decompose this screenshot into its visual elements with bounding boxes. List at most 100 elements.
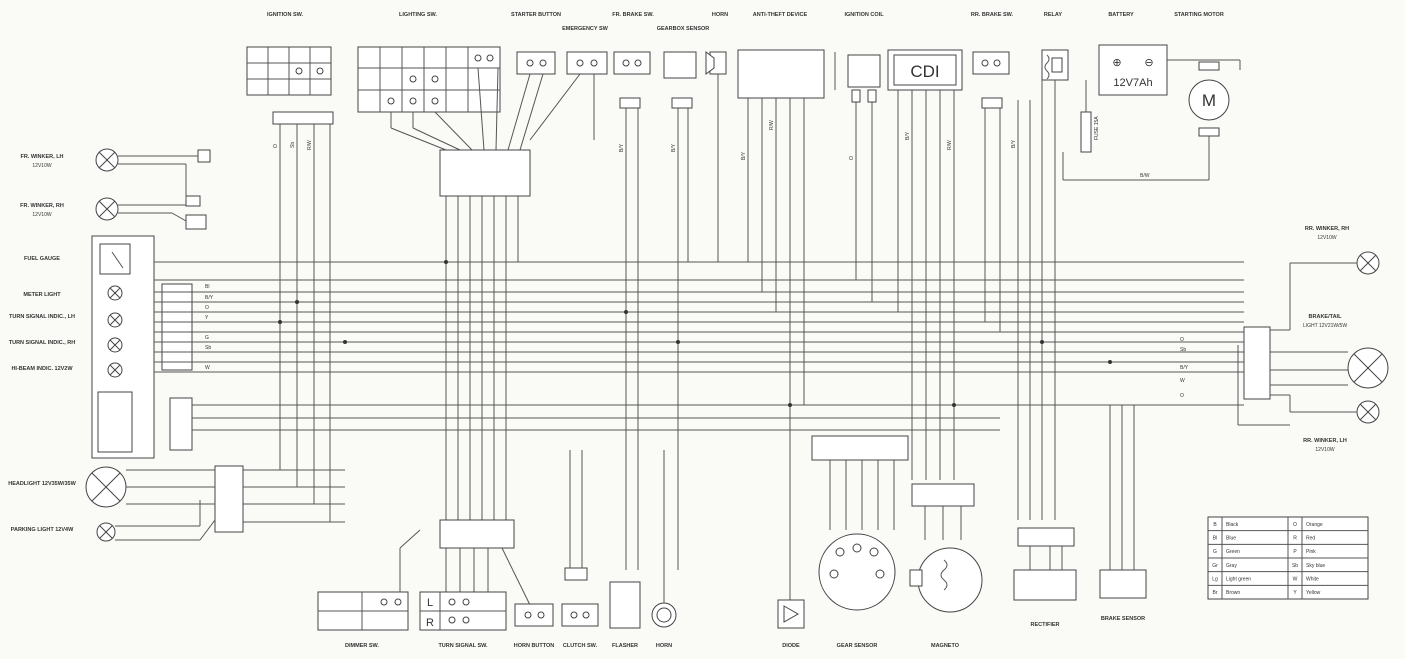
- label-rr-winker-lh: RR. WINKER, LH: [1303, 438, 1347, 444]
- ignition-switch: [246, 46, 334, 125]
- label-hi-beam-indic: HI-BEAM INDIC. 12V2W: [11, 366, 73, 372]
- brake-tail-lamp: [1347, 347, 1389, 389]
- label-gearbox-sensor: GEARBOX SENSOR: [657, 26, 710, 32]
- label-gear-sensor: GEAR SENSOR: [837, 643, 878, 649]
- clutch-sw-block: [561, 450, 599, 627]
- label-ignition-coil: IGNITION COIL: [844, 12, 884, 18]
- cdi-label: CDI: [910, 62, 939, 81]
- anti-theft-block: [737, 49, 836, 99]
- label-anti-theft: ANTI-THEFT DEVICE: [753, 12, 808, 18]
- label-fuel-gauge: FUEL GAUGE: [24, 256, 60, 262]
- horn-bottom-icon: [651, 450, 677, 628]
- starter-button-block: [516, 51, 556, 75]
- wire-label-8: O: [1180, 337, 1184, 343]
- label-brake-sensor: BRAKE SENSOR: [1101, 616, 1145, 622]
- turn-signal-rh-lamp: [107, 337, 123, 353]
- label-starter-button: STARTER BUTTON: [511, 12, 561, 18]
- legend-code2-3: Sb: [1292, 563, 1298, 569]
- battery-block: ⊕ ⊖ 12V7Ah: [1098, 44, 1168, 96]
- legend-name-3: Gray: [1226, 563, 1237, 569]
- rr-brake-sw-block: [972, 51, 1010, 109]
- wire-bw-label: B/W: [1140, 173, 1150, 179]
- junction-dots: [278, 260, 1112, 407]
- magneto-block: [909, 483, 983, 613]
- label-horn-top: HORN: [712, 12, 728, 18]
- fr-brake-sw-block: [613, 51, 651, 109]
- label-meter-light: METER LIGHT: [23, 292, 61, 298]
- legend-name2-5: Yellow: [1306, 590, 1321, 596]
- wl-frb-1: B/Y: [619, 143, 625, 152]
- legend-code2-5: Y: [1293, 590, 1297, 596]
- wl-ign-3: R/W: [307, 140, 313, 150]
- label-turn-signal-sw: TURN SIGNAL SW.: [438, 643, 488, 649]
- switch-r: R: [426, 617, 434, 629]
- front-winker-connectors: [118, 149, 211, 230]
- gear-sensor-block: [811, 435, 909, 611]
- label-rr-winker-rh: RR. WINKER, RH: [1305, 226, 1349, 232]
- flasher-block: [609, 581, 641, 629]
- motor-label: M: [1202, 91, 1216, 110]
- parking-light-lamp: [96, 522, 116, 542]
- rr-winker-rh-lamp: [1356, 251, 1380, 275]
- label-parking-light: PARKING LIGHT 12V4W: [11, 527, 74, 533]
- wire-label-7: W: [205, 365, 210, 371]
- brake-sensor-block: [1099, 405, 1147, 599]
- wl-at-1: B/Y: [741, 151, 747, 160]
- label-starting-motor: STARTING MOTOR: [1174, 12, 1224, 18]
- legend-code-5: Br: [1213, 590, 1218, 596]
- label-relay: RELAY: [1044, 12, 1062, 18]
- legend-code2-2: P: [1293, 549, 1297, 555]
- label-rr-winker-rh-spec: 12V10W: [1317, 235, 1336, 241]
- rectifier-block: [1013, 527, 1077, 601]
- label-rectifier: RECTIFIER: [1030, 622, 1059, 628]
- svg-text:⊕: ⊕: [1112, 57, 1121, 69]
- label-battery: BATTERY: [1108, 12, 1134, 18]
- diode-block: [777, 599, 805, 629]
- ignition-coil-block: [847, 54, 881, 103]
- legend-code-3: Gr: [1212, 563, 1218, 569]
- wire-label-11: W: [1180, 378, 1185, 384]
- wl-cdi-1: B/Y: [905, 131, 911, 140]
- label-turn-signal-rh: TURN SIGNAL INDIC., RH: [9, 340, 76, 346]
- turn-signal-switch-block: L R: [419, 591, 507, 631]
- relay-block: [1041, 49, 1069, 81]
- fr-winker-rh-lamp: [95, 197, 119, 221]
- label-rr-brake-sw: RR. BRAKE SW.: [971, 12, 1014, 18]
- legend-name-1: Blue: [1226, 536, 1236, 542]
- meter-cluster: [91, 235, 193, 459]
- wire-label-4: Y: [205, 315, 209, 321]
- legend-name2-1: Red: [1306, 536, 1315, 542]
- emergency-sw-block: [566, 51, 608, 75]
- wire-label-2: B/Y: [205, 295, 214, 301]
- legend-code2-1: R: [1293, 536, 1297, 542]
- wl-ic-1: O: [849, 156, 855, 160]
- legend-code-4: Lg: [1212, 577, 1218, 583]
- legend-name2-2: Pink: [1306, 549, 1316, 555]
- wire-label-5: G: [205, 335, 209, 341]
- label-flasher: FLASHER: [612, 643, 638, 649]
- legend-name2-0: Orange: [1306, 522, 1323, 528]
- legend-name2-4: White: [1306, 577, 1319, 583]
- headlight-lamp: [85, 466, 127, 508]
- switch-l: L: [427, 597, 433, 609]
- battery-spec: 12V7Ah: [1113, 77, 1152, 89]
- label-brake-tail: BRAKE/TAIL: [1309, 314, 1343, 320]
- label-dimmer-sw: DIMMER SW.: [345, 643, 379, 649]
- legend-name2-3: Sky blue: [1306, 563, 1325, 569]
- turn-signal-lh-lamp: [107, 312, 123, 328]
- headlight-connector: [115, 465, 345, 541]
- svg-text:⊖: ⊖: [1144, 57, 1153, 69]
- wl-cdi-2: R/W: [947, 140, 953, 150]
- horn-top-icon: [705, 51, 727, 75]
- label-fr-winker-rh-spec: 12V10W: [32, 212, 51, 218]
- label-diode: DIODE: [782, 643, 800, 649]
- label-turn-signal-lh: TURN SIGNAL INDIC., LH: [9, 314, 75, 320]
- cdi-block: CDI: [887, 49, 963, 91]
- rear-connector: [1237, 262, 1357, 426]
- wl-ign-2: Sb: [290, 142, 296, 148]
- wire-label-10: B/Y: [1180, 365, 1189, 371]
- label-rr-winker-lh-spec: 12V10W: [1315, 447, 1334, 453]
- wire-label-6: Sb: [205, 345, 211, 351]
